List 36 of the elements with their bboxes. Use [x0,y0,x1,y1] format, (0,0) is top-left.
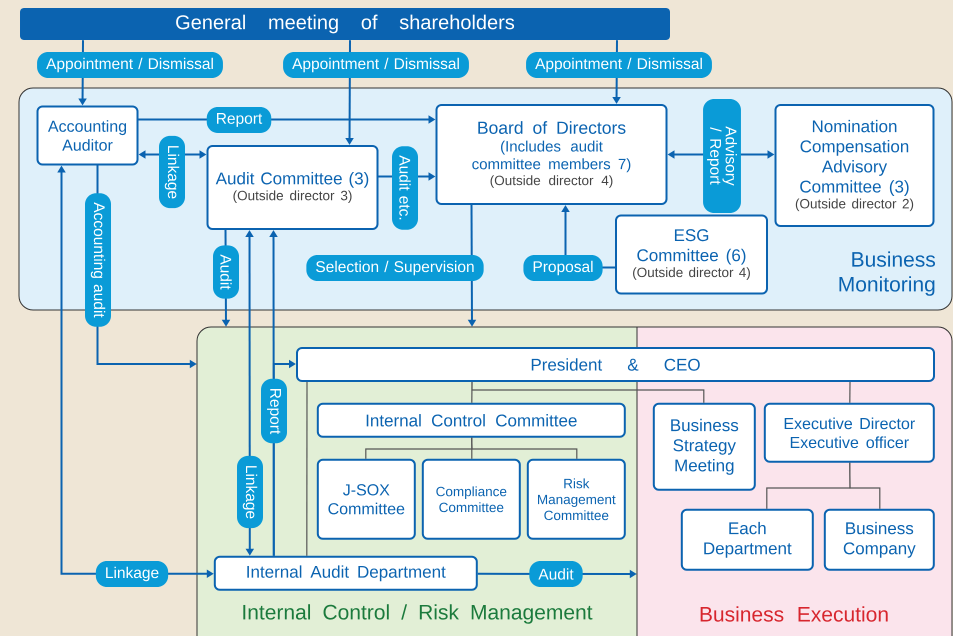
org-box: Accounting Auditor [36,105,138,166]
org-box: President & CEO [296,346,935,382]
connector-line [471,382,704,403]
edge-label: Accounting audit [85,193,111,327]
edge-label: Appointment / Dismissal [37,52,223,78]
edge-label: Linkage [237,456,263,528]
edge-label: Advisory / Report [703,99,741,213]
connector-line [306,382,308,556]
edge-label: Report [206,107,272,133]
edge-label: Proposal [523,254,603,281]
org-box: Risk Management Committee [526,458,626,540]
edge-label: Linkage [96,560,168,587]
org-box: ESG Committee (6) (Outside director 4) [615,214,768,294]
org-box: Executive Director Executive officer [764,402,935,463]
edge-label: Audit etc. [392,146,418,230]
edge-label: Appointment / Dismissal [283,52,469,78]
connector-line [471,438,578,459]
org-box: Compliance Committee [422,458,521,540]
edge-label: Linkage [159,136,185,208]
org-box: Business Strategy Meeting [652,402,756,491]
edge-label: Selection / Supervision [306,254,484,281]
edge-label: Audit [213,245,239,299]
org-box: Each Department [680,508,814,571]
org-box: Audit Committee (3) (Outside director 3) [206,145,378,230]
banner-box: General meeting of shareholders [20,8,670,40]
edge-label: Report [261,378,287,444]
org-box: Internal Control Committee [316,402,626,438]
edge-label: Appointment / Dismissal [526,52,712,78]
org-box: Internal Audit Department [214,556,478,591]
org-box: Board of Directors (Includes audit committee members 7) (Outside director 4) [436,104,668,205]
org-box: Nomination Compensation Advisory Committee (3) (Outside director 2) [774,104,934,227]
org-box: Business Company [824,508,935,571]
connector-line [849,462,880,509]
org-box: J-SOX Committee [316,458,416,540]
connector-line [849,382,851,403]
connector-line [471,438,472,459]
